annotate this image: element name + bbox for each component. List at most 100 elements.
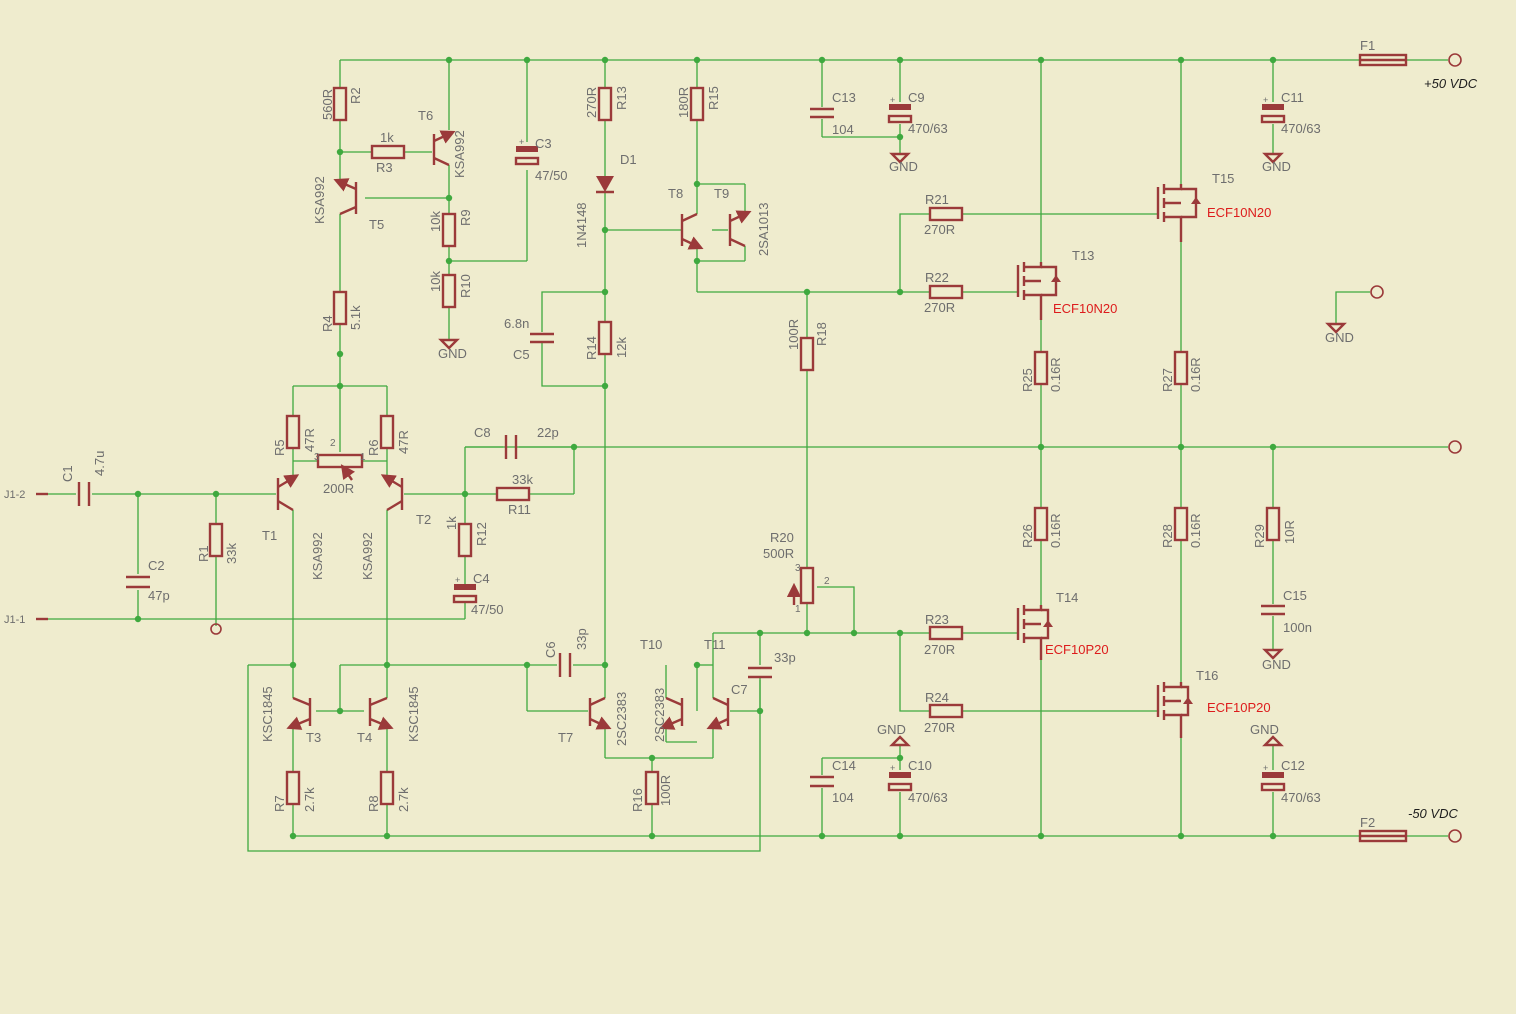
t14-part: ECF10P20 bbox=[1045, 642, 1109, 657]
r10-value: 10k bbox=[428, 271, 443, 292]
rail-pos-label: +50 VDC bbox=[1424, 76, 1478, 91]
c3-name: C3 bbox=[535, 136, 552, 151]
c2-value: 47p bbox=[148, 588, 170, 603]
c6-name: C6 bbox=[543, 641, 558, 658]
r28-name: R28 bbox=[1160, 524, 1175, 548]
labels: +50 VDC -50 VDC F1 F2 J1-2 J1-1 GND GND … bbox=[4, 38, 1478, 830]
capacitor-bodies: + + + + + + bbox=[77, 95, 1286, 792]
r29-value: 10R bbox=[1282, 520, 1297, 544]
t13-part: ECF10N20 bbox=[1053, 301, 1117, 316]
c8-value: 22p bbox=[537, 425, 559, 440]
r8-name: R8 bbox=[366, 795, 381, 812]
t6-part: KSA992 bbox=[452, 130, 467, 178]
t1-name: T1 bbox=[262, 528, 277, 543]
r23-name: R23 bbox=[925, 612, 949, 627]
r14-value: 12k bbox=[614, 337, 629, 358]
r29-name: R29 bbox=[1252, 524, 1267, 548]
j1-1-label: J1-1 bbox=[4, 614, 25, 626]
gnd-label: GND bbox=[889, 159, 918, 174]
r20-name: R20 bbox=[770, 530, 794, 545]
t3-part: KSC1845 bbox=[260, 686, 275, 742]
svg-text:+: + bbox=[890, 95, 895, 105]
c12-value: 470/63 bbox=[1281, 790, 1321, 805]
r12-value: 1k bbox=[444, 516, 459, 530]
rail-neg-terminal[interactable] bbox=[1448, 829, 1462, 843]
r13-name: R13 bbox=[614, 86, 629, 110]
c12-name: C12 bbox=[1281, 758, 1305, 773]
c14-name: C14 bbox=[832, 758, 856, 773]
r28-value: 0.16R bbox=[1188, 513, 1203, 548]
j1-2-label: J1-2 bbox=[4, 489, 25, 501]
r4-name: R4 bbox=[320, 315, 335, 332]
r11-name: R11 bbox=[508, 502, 531, 517]
gnd-terminal[interactable] bbox=[1370, 285, 1384, 299]
r11-value: 33k bbox=[512, 472, 533, 487]
r10-name: R10 bbox=[458, 274, 473, 298]
r9-value: 10k bbox=[428, 211, 443, 232]
c8-name: C8 bbox=[474, 425, 491, 440]
t10-name: T10 bbox=[640, 637, 662, 652]
r23-value: 270R bbox=[924, 642, 955, 657]
r19-pin: 2 bbox=[330, 438, 336, 449]
r15-value: 180R bbox=[676, 87, 691, 118]
t15-name: T15 bbox=[1212, 171, 1234, 186]
r9-name: R9 bbox=[458, 209, 473, 226]
c9-name: C9 bbox=[908, 90, 925, 105]
c13-name: C13 bbox=[832, 90, 856, 105]
r25-value: 0.16R bbox=[1048, 357, 1063, 392]
c10-value: 470/63 bbox=[908, 790, 948, 805]
r26-name: R26 bbox=[1020, 524, 1035, 548]
output-terminal[interactable] bbox=[1448, 440, 1462, 454]
r5-value: 47R bbox=[302, 428, 317, 452]
t2-name: T2 bbox=[416, 512, 431, 527]
r24-name: R24 bbox=[925, 690, 949, 705]
t15-part: ECF10N20 bbox=[1207, 205, 1271, 220]
c13-value: 104 bbox=[832, 122, 854, 137]
rail-neg-label: -50 VDC bbox=[1408, 806, 1458, 821]
svg-text:+: + bbox=[890, 763, 895, 773]
c5-name: C5 bbox=[513, 347, 530, 362]
r1-name: R1 bbox=[196, 545, 211, 562]
junctions bbox=[134, 56, 1277, 840]
r18-value: 100R bbox=[786, 319, 801, 350]
r26-value: 0.16R bbox=[1048, 513, 1063, 548]
wires bbox=[48, 59, 1448, 852]
r8-value: 2.7k bbox=[396, 787, 411, 812]
svg-text:+: + bbox=[1263, 95, 1268, 105]
t13-name: T13 bbox=[1072, 248, 1094, 263]
f2-name: F2 bbox=[1360, 815, 1375, 830]
t9-part: 2SA1013 bbox=[756, 203, 771, 257]
r22-name: R22 bbox=[925, 270, 949, 285]
rail-pos-terminal[interactable] bbox=[1448, 53, 1462, 67]
t7-part: 2SC2383 bbox=[614, 692, 629, 746]
d1-name: D1 bbox=[620, 152, 637, 167]
resistor-bodies bbox=[208, 53, 1408, 843]
c1-name: C1 bbox=[60, 465, 75, 482]
c4-value: 47/50 bbox=[471, 602, 504, 617]
r20-value: 500R bbox=[763, 546, 794, 561]
mosfet-symbols bbox=[1016, 184, 1201, 738]
t5-part: KSA992 bbox=[312, 176, 327, 224]
d1-part: 1N4148 bbox=[574, 202, 589, 248]
c4-name: C4 bbox=[473, 571, 490, 586]
terminals bbox=[36, 53, 1462, 843]
r18-name: R18 bbox=[814, 322, 829, 346]
t4-name: T4 bbox=[357, 730, 372, 745]
r3-name: R3 bbox=[376, 160, 393, 175]
r16-name: R16 bbox=[630, 788, 645, 812]
r25-name: R25 bbox=[1020, 368, 1035, 392]
t4-part: KSC1845 bbox=[406, 686, 421, 742]
bjt-symbols bbox=[276, 130, 752, 730]
gnd-label: GND bbox=[438, 346, 467, 361]
r24-value: 270R bbox=[924, 720, 955, 735]
input-gnd-terminal[interactable] bbox=[210, 623, 222, 635]
t1-part: KSA992 bbox=[310, 532, 325, 580]
r16-value: 100R bbox=[658, 775, 673, 806]
diode-d1-symbol bbox=[596, 176, 614, 194]
r1-value: 33k bbox=[224, 543, 239, 564]
c9-value: 470/63 bbox=[908, 121, 948, 136]
r13-value: 270R bbox=[584, 87, 599, 118]
r27-name: R27 bbox=[1160, 368, 1175, 392]
r14-name: R14 bbox=[584, 336, 599, 360]
